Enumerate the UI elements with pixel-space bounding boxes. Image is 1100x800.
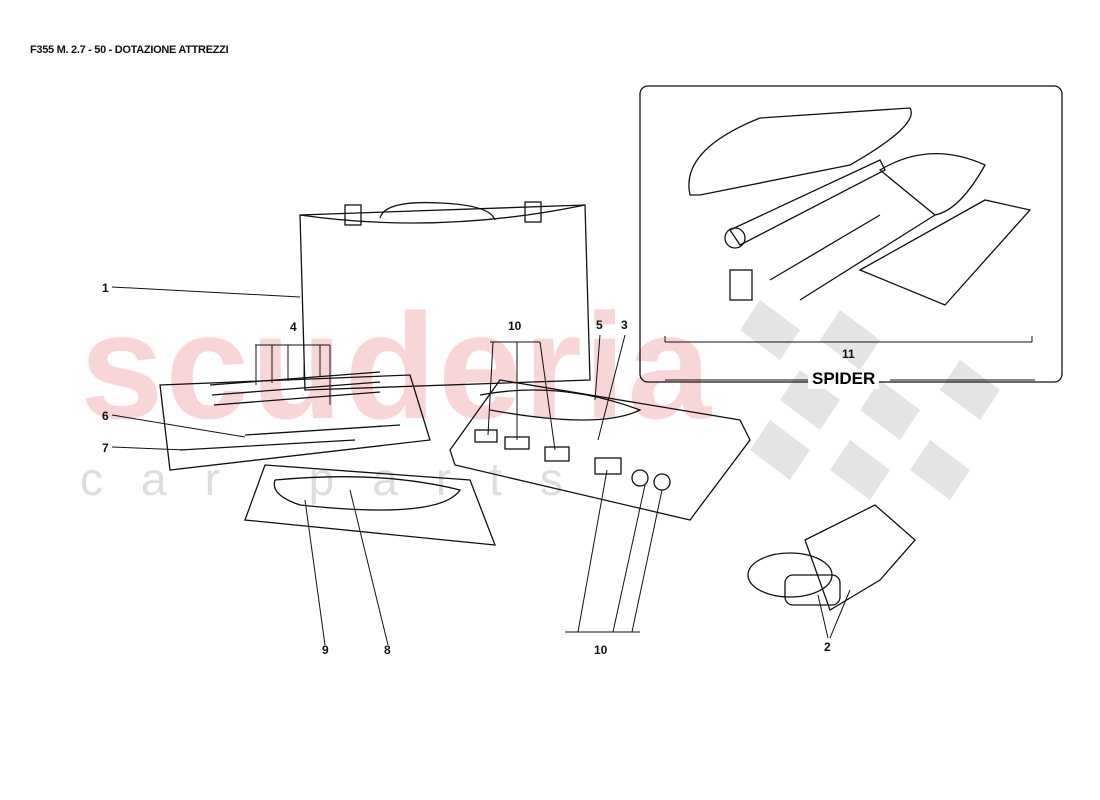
callout-10-top: 10 [508,319,522,333]
callout-6: 6 [102,409,109,423]
spider-inset-box [639,85,1063,383]
checker-watermark [740,300,1000,500]
leader-lines [111,286,1035,646]
watermark-logo: scuderia [80,282,713,450]
callout-4: 4 [290,320,297,334]
page-title: F355 M. 2.7 - 50 - DOTAZIONE ATTREZZI [30,44,229,56]
strap-tray [244,464,496,546]
wrench-tray [159,371,431,471]
callout-1: 1 [102,281,109,295]
callout-10-bottom: 10 [594,643,608,657]
socket-tray [449,379,751,521]
tool-bag [299,201,591,391]
callout-2: 2 [824,640,831,654]
callout-8: 8 [384,643,391,657]
watermark-subtitle: car parts [80,453,601,505]
callout-5: 5 [596,318,603,332]
tow-cable-pouch [747,504,916,611]
callout-7: 7 [102,441,109,455]
callout-11: 11 [842,347,855,361]
callout-3: 3 [621,318,628,332]
spider-label: SPIDER [808,369,880,389]
callout-9: 9 [322,643,329,657]
